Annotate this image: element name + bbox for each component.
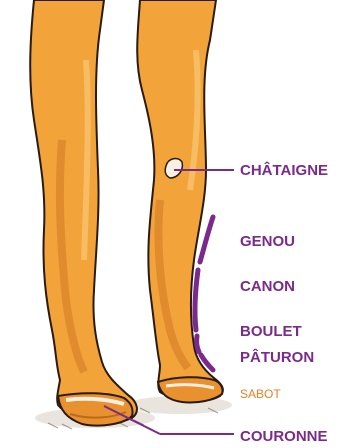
label-sabot: SABOT bbox=[240, 388, 281, 400]
label-chataigne: CHÂTAIGNE bbox=[240, 163, 328, 178]
bracket-boulet bbox=[197, 336, 199, 352]
label-couronne: COURONNE bbox=[240, 429, 328, 444]
bracket-canon bbox=[195, 270, 198, 330]
label-paturon: PÂTURON bbox=[240, 350, 314, 365]
front-left-leg bbox=[30, 0, 137, 426]
label-boulet: BOULET bbox=[240, 324, 302, 339]
front-right-leg bbox=[137, 0, 223, 403]
label-genou: GENOU bbox=[240, 234, 295, 249]
bracket-genou bbox=[200, 217, 213, 262]
label-canon: CANON bbox=[240, 279, 295, 294]
